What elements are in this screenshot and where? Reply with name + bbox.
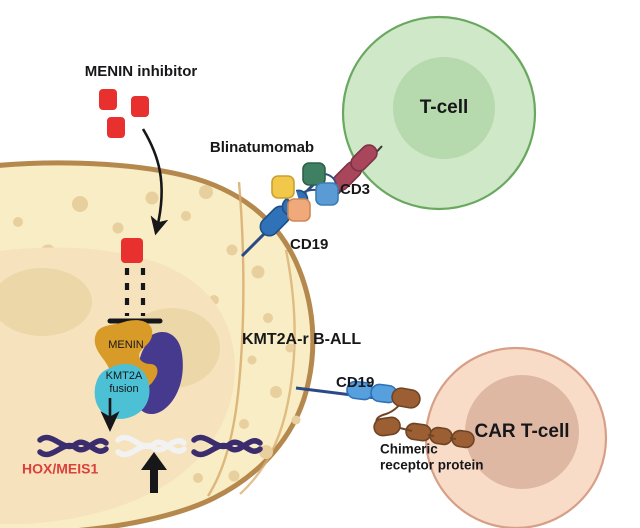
menin-inhibitor-group: MENIN inhibitor xyxy=(85,63,198,138)
chimeric-receptor-label-2: receptor protein xyxy=(380,458,484,473)
menin-inhibitor-label: MENIN inhibitor xyxy=(85,63,198,80)
cd3-domain-2 xyxy=(350,144,378,172)
chimeric-domain-1 xyxy=(391,387,421,409)
car-t-cell-label: CAR T-cell xyxy=(474,421,569,442)
bite-domain-blue xyxy=(315,182,339,206)
menin-protein-label: MENIN xyxy=(108,339,144,351)
car-t-cell-group: CAR T-cell xyxy=(424,346,608,528)
bite-domain-green xyxy=(302,162,326,186)
chimeric-connector-c xyxy=(449,437,457,440)
t-cell-label: T-cell xyxy=(420,97,469,118)
t-cell-nucleus xyxy=(393,57,495,159)
kmt2a-fusion-protein xyxy=(94,363,150,419)
car-t-cell-nucleus xyxy=(465,375,579,489)
kmt2a-fusion-label-1: KMT2A xyxy=(106,370,143,382)
chimeric-connector-a xyxy=(399,427,413,432)
bite-domain-yellow xyxy=(271,175,295,199)
t-cell-group: T-cell xyxy=(341,15,537,211)
hox-upregulation-arrow xyxy=(141,452,167,493)
chimeric-receptor-protein xyxy=(373,387,475,449)
inhibitor-entry-arrow xyxy=(141,128,169,236)
blinatumomab-group: Blinatumomab CD19 CD3 xyxy=(210,139,383,258)
chimeric-domain-2 xyxy=(373,416,401,437)
cd3-label: CD3 xyxy=(340,181,370,198)
dna-helix-active-1 xyxy=(37,434,109,458)
nucleolus-left xyxy=(0,268,92,336)
bite-domain-orange xyxy=(287,198,311,222)
cd19-label-top: CD19 xyxy=(290,236,328,253)
membrane-fold-a xyxy=(206,181,245,497)
blinatumomab-label: Blinatumomab xyxy=(210,139,314,156)
inhibitor-bound-molecule xyxy=(121,238,143,263)
kmt2a-fusion-label-2: fusion xyxy=(109,383,138,395)
chimeric-connector-b xyxy=(427,434,435,437)
cd3-receptor: CD3 xyxy=(331,144,383,198)
chimeric-receptor-label-1: Chimeric xyxy=(380,442,438,457)
dna-helix-faded xyxy=(115,434,187,458)
membrane-fold-b xyxy=(239,249,296,495)
inhibitor-molecule-2 xyxy=(131,96,149,117)
cytoplasm-speckles xyxy=(13,185,301,483)
menin-kmt2a-complex: MENIN KMT2A fusion xyxy=(94,320,183,419)
hox-meis1-label: HOX/MEIS1 xyxy=(22,461,98,477)
inhibitor-molecule-3 xyxy=(107,117,125,138)
car-binding-group: CD19 Chimeric receptor protein xyxy=(295,374,484,473)
dna-helix-active-2 xyxy=(191,434,263,458)
cd19-label-bottom: CD19 xyxy=(336,374,374,391)
inhibitor-molecule-1 xyxy=(99,89,117,110)
ball-cell-label: KMT2A-r B-ALL xyxy=(242,331,361,348)
dna-helices-group xyxy=(37,434,263,458)
